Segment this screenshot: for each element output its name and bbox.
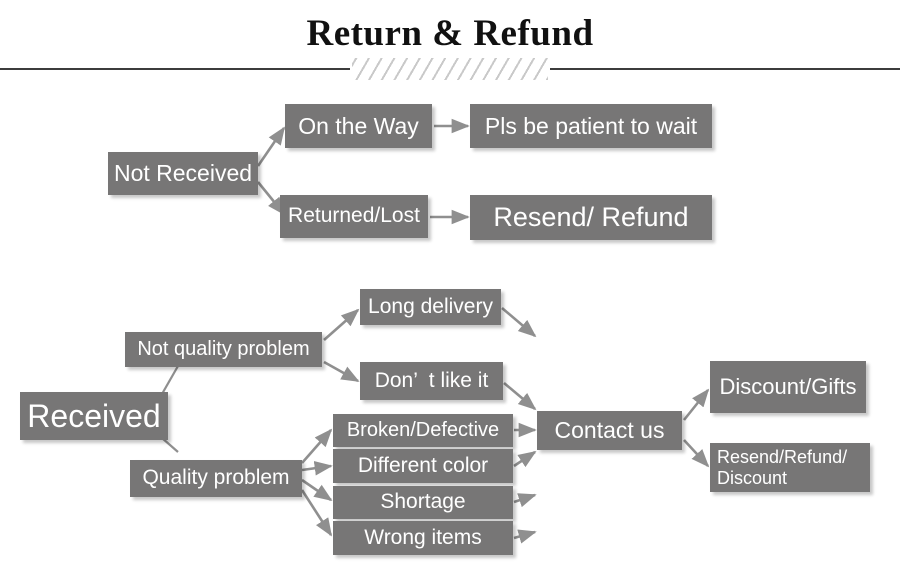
node-label: Resend/ Refund — [493, 201, 689, 232]
node-pls-be-patient-to-wait[interactable]: Pls be patient to wait — [470, 104, 712, 148]
page-title: Return & Refund — [306, 13, 594, 54]
node-label: Pls be patient to wait — [484, 112, 698, 139]
node-different-color[interactable]: Different color — [333, 449, 513, 483]
divider-hatch-ornament — [352, 58, 548, 80]
node-returned-lost[interactable]: Returned/Lost — [280, 195, 428, 238]
arrow-different-color-to-contact-us — [513, 450, 537, 468]
arrow-not-quality-to-long-delivery — [323, 308, 360, 341]
divider-line-right — [550, 68, 900, 70]
node-label: Not quality problem — [137, 337, 310, 360]
node-label: Long delivery — [368, 294, 493, 318]
arrow-contact-us-to-discount-gifts — [682, 388, 710, 421]
node-label: Contact us — [554, 417, 665, 444]
node-label: On the Way — [298, 112, 419, 139]
link-received-to-quality-problem — [161, 437, 179, 453]
node-label: Quality problem — [142, 466, 290, 490]
arrow-quality-to-shortage — [301, 478, 333, 502]
node-label: Received — [27, 397, 161, 434]
arrow-not-received-to-returned-lost — [256, 181, 286, 216]
node-received[interactable]: Received — [20, 392, 168, 440]
node-discount-gifts[interactable]: Discount/Gifts — [710, 361, 866, 413]
node-dont-like-it[interactable]: Don’ t like it — [360, 362, 503, 400]
node-label: Shortage — [380, 490, 466, 514]
node-broken-defective[interactable]: Broken/Defective — [333, 414, 513, 447]
node-long-delivery[interactable]: Long delivery — [360, 289, 501, 325]
node-resend-refund[interactable]: Resend/ Refund — [470, 195, 712, 240]
node-wrong-items[interactable]: Wrong items — [333, 521, 513, 555]
arrow-wrong-items-to-contact-us — [513, 529, 537, 544]
node-label: Wrong items — [364, 525, 482, 549]
node-shortage[interactable]: Shortage — [333, 486, 513, 519]
node-not-quality-problem[interactable]: Not quality problem — [125, 332, 322, 367]
arrow-not-quality-to-dont-like-it — [323, 360, 360, 383]
node-resend-refund-discount[interactable]: Resend/Refund/ Discount — [710, 443, 870, 492]
node-label: Returned/Lost — [288, 204, 420, 228]
link-received-to-not-quality-problem — [161, 365, 179, 395]
arrow-quality-to-different-color — [301, 461, 333, 476]
node-label: Discount/Gifts — [719, 374, 857, 400]
node-label: Broken/Defective — [346, 418, 500, 441]
arrow-dont-like-it-to-contact-us — [503, 382, 537, 411]
arrow-quality-to-wrong-items — [300, 489, 333, 537]
node-contact-us[interactable]: Contact us — [537, 411, 682, 450]
arrow-shortage-to-contact-us — [513, 493, 537, 508]
node-not-received[interactable]: Not Received — [108, 152, 258, 195]
arrow-contact-us-to-resend-refund-discount — [683, 439, 710, 468]
node-quality-problem[interactable]: Quality problem — [130, 460, 302, 497]
arrow-quality-to-broken-defective — [301, 428, 333, 464]
node-label: Don’ t like it — [374, 368, 489, 392]
arrow-not-received-to-on-the-way — [256, 126, 286, 167]
divider-line-left — [0, 68, 350, 70]
node-label: Different color — [357, 453, 489, 477]
node-label: Not Received — [113, 160, 253, 187]
node-on-the-way[interactable]: On the Way — [285, 104, 432, 148]
header: Return & Refund — [0, 0, 900, 90]
arrow-long-delivery-to-contact-us — [501, 307, 537, 338]
node-label: Resend/Refund/ Discount — [717, 447, 848, 488]
